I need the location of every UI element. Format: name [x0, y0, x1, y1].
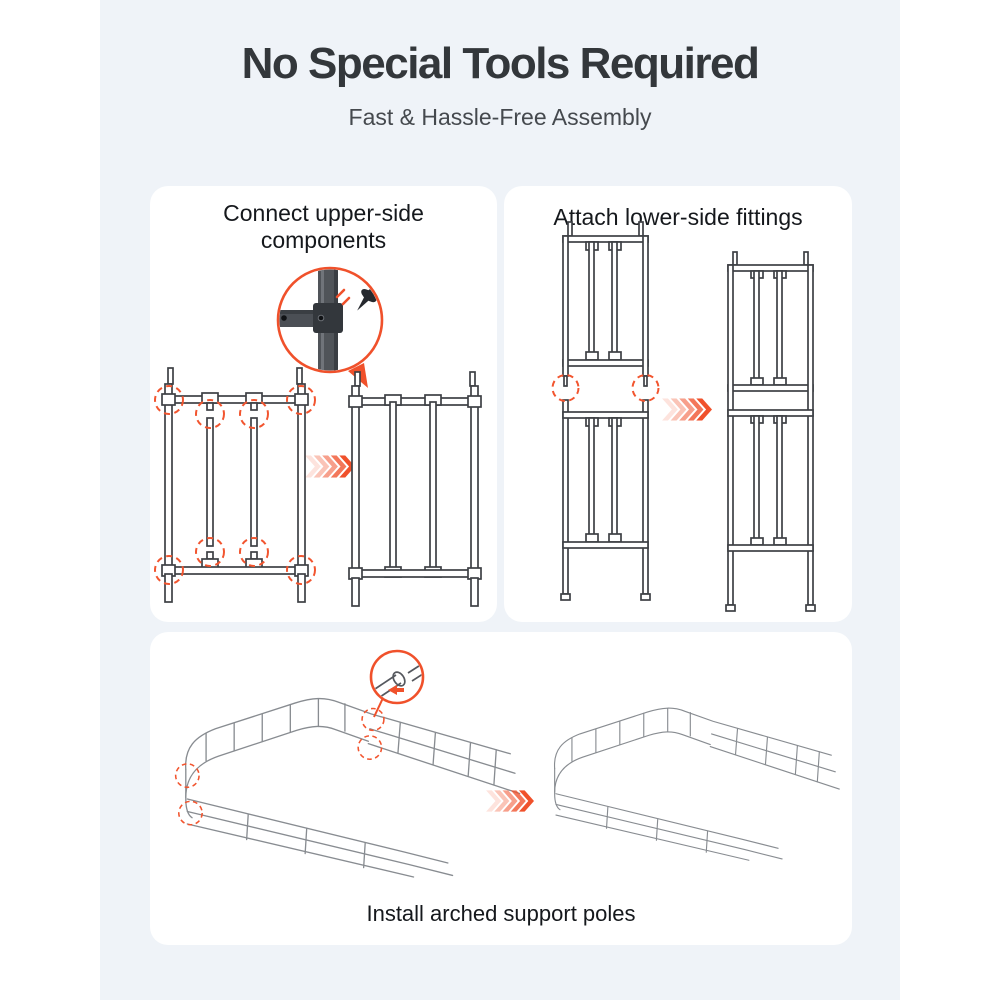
step-card-install-arched: Install arched support poles — [150, 632, 852, 945]
assembly-after-attached — [725, 251, 816, 612]
step3-arrow-icon — [486, 790, 534, 811]
frame-before-disassembled — [154, 367, 316, 603]
t-connector-screw-magnifier-icon — [276, 266, 384, 374]
step1-arrow-icon — [305, 455, 355, 477]
screw-icon — [357, 289, 377, 311]
joint-highlight-circles — [551, 374, 660, 402]
page-title: No Special Tools Required — [241, 39, 760, 88]
assembly-before-detached — [551, 221, 660, 601]
step3-caption: Install arched support poles — [366, 901, 636, 926]
step2-diagram — [551, 221, 816, 612]
step-card-connect-upper: Connect upper-side components — [150, 186, 497, 622]
step2-title: Attach lower-side fittings — [553, 204, 803, 230]
step3-diagram — [174, 649, 840, 878]
frame-after-assembled — [348, 371, 482, 607]
step1-diagram — [154, 266, 482, 607]
fence-after — [553, 707, 840, 861]
screw-motion-marks — [335, 288, 351, 306]
step1-title: Connect upper-side components — [223, 200, 424, 254]
step-card-attach-lower: Attach lower-side fittings — [504, 186, 852, 622]
header: No Special Tools Required Fast & Hassle-… — [100, 39, 900, 131]
pole-insertion-magnifier-icon — [369, 649, 425, 718]
fence-before — [174, 697, 521, 878]
joint-highlight-circles — [174, 707, 385, 826]
page-subtitle: Fast & Hassle-Free Assembly — [348, 104, 652, 131]
insert-arrow-icon — [388, 685, 404, 695]
step2-arrow-icon — [662, 398, 712, 420]
joint-highlight-circles — [154, 385, 316, 585]
